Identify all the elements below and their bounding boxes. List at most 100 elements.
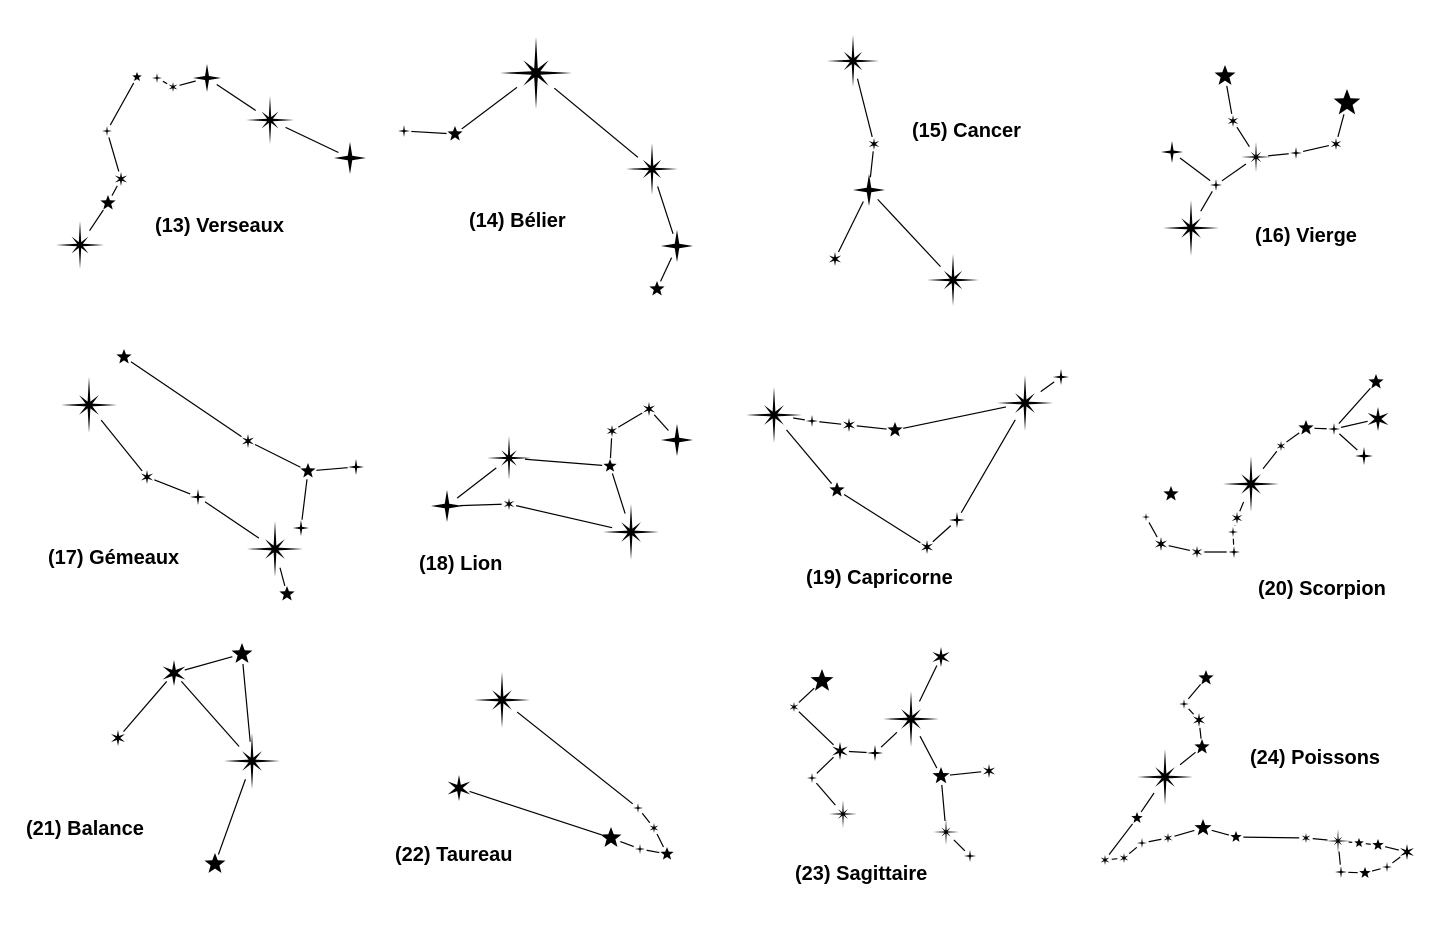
constellation-line [1108,823,1134,855]
star-icon [300,463,316,478]
constellation-line [815,782,836,806]
star-icon [1191,546,1203,558]
star-icon [1100,855,1110,865]
star-icon [746,387,802,443]
constellation-line [1338,387,1371,424]
constellation-line [1302,145,1330,152]
constellation-line [949,771,982,776]
star-icon [246,96,294,144]
constellation-line [641,812,651,824]
star-icon [887,422,903,437]
star-icon [111,730,125,746]
constellation-line [932,525,952,543]
star-icon [1230,831,1242,842]
star-icon [1163,833,1173,843]
star-icon [1276,441,1286,451]
star-icon [231,643,253,663]
constellation-poissons [1100,670,1414,878]
label-poissons: (24) Poissons [1250,747,1380,769]
star-icon [1367,407,1389,431]
constellation-line [1340,420,1368,428]
constellation-line [646,849,660,854]
constellation-line [1128,846,1138,855]
constellation-line [960,419,1016,514]
star-icon [642,402,656,416]
constellation-line [216,83,257,111]
constellation-line [837,201,864,253]
star-icon [61,377,117,433]
star-icon [1290,147,1302,159]
star-icon [503,498,515,510]
label-scorpion: (20) Scorpion [1258,578,1386,600]
label-gemeaux: (17) Gémeaux [48,547,179,569]
star-icon [162,660,186,686]
star-icon [152,73,162,83]
star-icon [868,138,880,150]
constellation-line [1148,522,1158,538]
constellation-line [516,711,634,805]
constellation-line [89,209,104,232]
constellation-belier [398,37,693,296]
star-icon [842,418,856,432]
star-icon [600,827,622,847]
star-icon [661,424,693,456]
star-icon [398,125,410,137]
star-icon [100,195,116,210]
star-icon [920,540,934,554]
constellation-line [786,429,833,484]
constellation-line [609,438,613,459]
constellation-line [316,467,348,471]
constellation-capricorne [746,369,1069,554]
constellation-line [798,687,815,703]
constellation-line [204,501,260,539]
star-icon [279,586,295,601]
constellation-line [856,78,873,138]
constellation-line [657,186,674,235]
constellation-line [617,412,643,428]
star-icon [1231,512,1243,524]
constellation-line [611,473,626,514]
constellation-line [100,419,143,472]
star-icon [190,489,206,505]
star-icon [964,850,976,862]
constellation-line [217,779,247,855]
star-icon [293,520,309,536]
star-icon [997,375,1053,431]
star-icon [649,823,659,833]
constellation-line [798,711,834,746]
star-icon [1163,200,1219,256]
constellation-line [880,731,898,748]
star-icon [474,672,530,728]
constellation-gemeaux [61,349,364,601]
star-icon [140,470,154,484]
constellation-line [461,86,518,130]
constellation-line [653,414,669,431]
star-icon [810,669,834,691]
label-balance: (21) Balance [26,818,144,840]
star-icon [1210,179,1222,191]
label-capricorne: (19) Capricorne [806,567,953,589]
star-icon [1137,749,1193,805]
constellation-line [301,479,308,520]
constellation-line [918,665,938,702]
star-icon [193,64,221,92]
star-icon [102,126,112,136]
star-icon [982,764,996,778]
star-icon [603,459,617,472]
star-icon [487,436,531,480]
star-icon [1368,374,1384,389]
constellation-line [816,756,834,774]
star-icon [348,459,364,475]
constellation-line [1174,829,1195,837]
star-icon [853,174,885,206]
star-icon [933,819,959,845]
star-icon [949,512,965,528]
star-icon [649,281,665,296]
constellation-line [877,198,941,268]
star-icon [1372,839,1384,850]
constellation-line [179,80,196,86]
star-icon [132,72,142,82]
constellation-line [1199,727,1202,739]
star-icon [241,434,255,448]
